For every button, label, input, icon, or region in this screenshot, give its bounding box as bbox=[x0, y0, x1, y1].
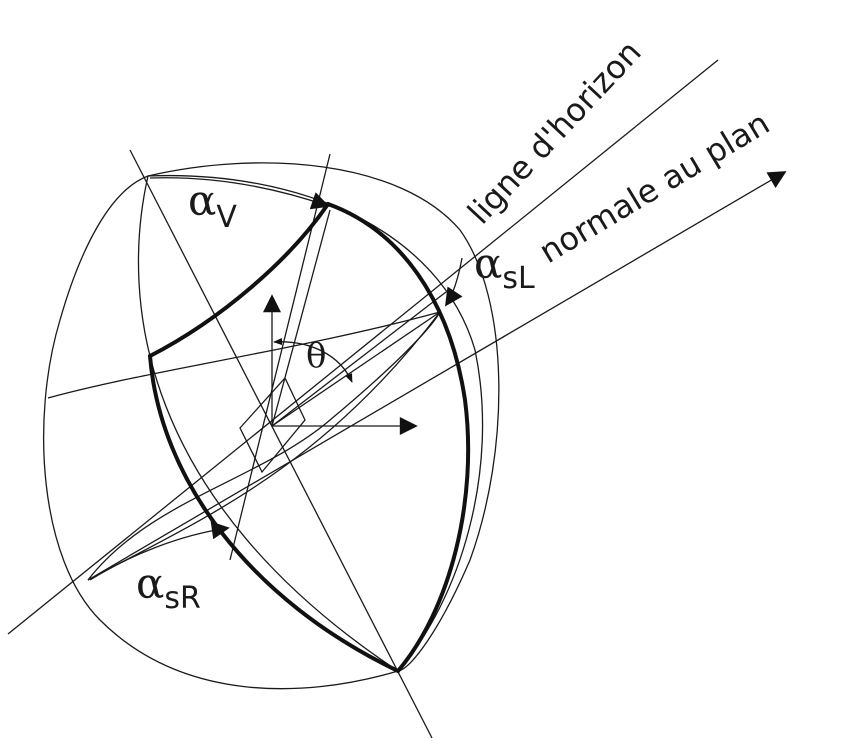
diagonal-line-1 bbox=[129, 149, 433, 739]
theta-arc bbox=[273, 337, 353, 383]
line-to-sl-point-3 bbox=[271, 209, 331, 427]
great-circle-arc-2 bbox=[47, 311, 441, 399]
alpha-v-arc-arrow bbox=[149, 177, 330, 210]
theta-label: θ bbox=[306, 336, 326, 376]
plane-square bbox=[239, 376, 306, 474]
line-to-sl-point-2 bbox=[271, 311, 441, 427]
alpha-sl-arrow bbox=[445, 257, 463, 307]
plane-normal-arrow bbox=[87, 171, 787, 581]
plane-ellipse bbox=[147, 174, 484, 672]
alpha-sr-label: αsR bbox=[136, 559, 201, 616]
great-circle-arc-3 bbox=[137, 175, 399, 672]
shading-boundary-top bbox=[148, 202, 330, 358]
horizon-line bbox=[7, 59, 719, 635]
alpha-sl-label: αsL bbox=[474, 239, 535, 296]
alpha-sr-arc-arrow bbox=[89, 521, 230, 581]
shading-boundary-left bbox=[148, 354, 400, 673]
shading-boundary-right bbox=[326, 202, 471, 673]
line-to-sl-point-1 bbox=[271, 291, 447, 427]
alpha-v-label: αV bbox=[188, 176, 237, 235]
